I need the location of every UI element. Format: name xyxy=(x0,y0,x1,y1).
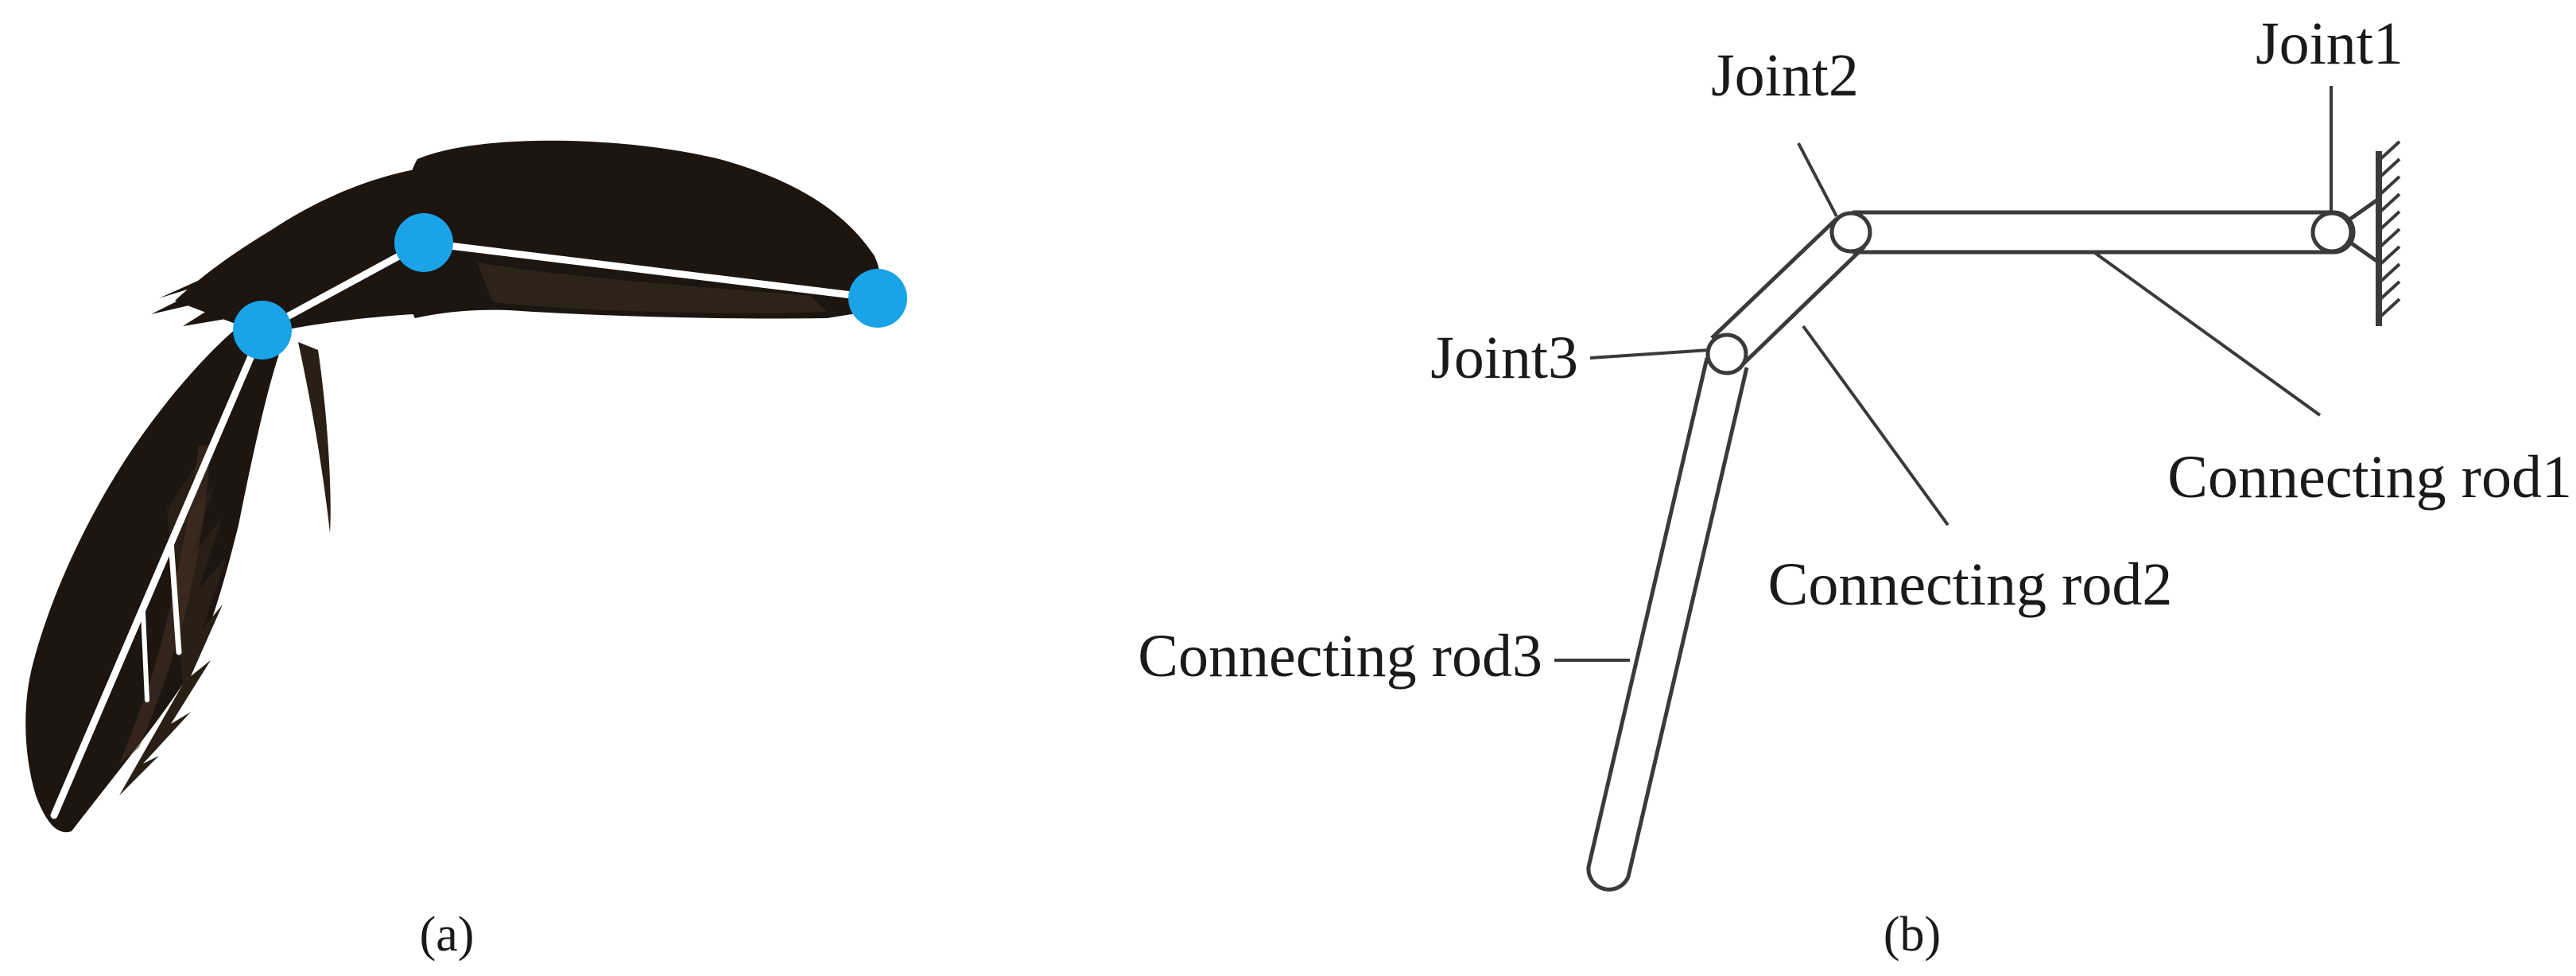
panel-b-caption: (b) xyxy=(1884,908,1941,962)
label-joint2: Joint2 xyxy=(1711,42,1859,109)
label-joint1: Joint1 xyxy=(2256,10,2403,77)
connecting-rod-1 xyxy=(1852,210,2356,255)
panel-b xyxy=(1554,86,2401,892)
skeleton-segment-tibia xyxy=(50,326,266,819)
leg-tibia-sheen xyxy=(119,445,211,764)
label-rod1: Connecting rod1 xyxy=(2167,444,2572,511)
leader-rod2 xyxy=(1802,325,1949,527)
leader-joint2 xyxy=(1797,142,1838,217)
support-hatching xyxy=(2379,140,2401,318)
leg-bristles xyxy=(119,461,227,795)
joint-3-pin xyxy=(1705,332,1748,375)
leg-joint-dot-1 xyxy=(848,269,907,328)
connecting-rod-2 xyxy=(1710,217,1866,367)
label-rod3: Connecting rod3 xyxy=(1138,623,1542,690)
fixed-support xyxy=(2330,140,2401,326)
leg-joint-dot-2 xyxy=(394,213,453,272)
leader-joint3 xyxy=(1589,348,1710,360)
label-joint3: Joint3 xyxy=(1430,325,1578,391)
leg-hairs-top xyxy=(151,262,254,326)
leader-lines xyxy=(1554,86,2333,662)
joint-2-pin xyxy=(1829,211,1872,254)
joint-1-pin xyxy=(2310,211,2353,254)
leg-femur-highlight xyxy=(477,262,827,313)
connecting-rod-3 xyxy=(1586,357,1749,892)
label-rod2: Connecting rod2 xyxy=(1768,551,2173,618)
panel-b-labels: Joint1 Joint2 Joint3 Connecting rod1 Con… xyxy=(1138,10,2572,962)
skeleton-bristle-1 xyxy=(168,538,182,655)
support-triangle xyxy=(2330,195,2381,266)
leg-spur xyxy=(298,342,331,533)
skeleton-segment-femur xyxy=(420,239,882,302)
leg-joint-dot-3 xyxy=(233,301,292,360)
leg-joints xyxy=(233,213,907,360)
panel-a-caption: (a) xyxy=(420,908,475,962)
skeleton-bristle-2 xyxy=(141,610,149,702)
leader-rod1 xyxy=(2093,251,2322,417)
leg-skeleton xyxy=(50,239,882,819)
skeleton-segment-trochanter xyxy=(258,239,428,334)
panel-a: (a) xyxy=(25,140,907,962)
